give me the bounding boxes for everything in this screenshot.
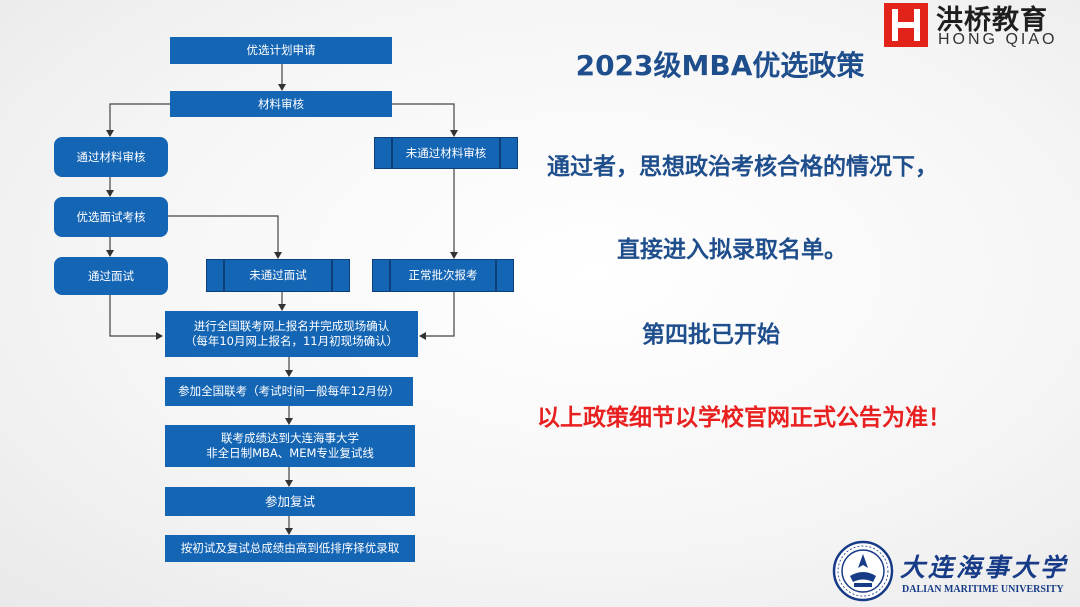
node-interview: 优选面试考核 <box>54 197 168 237</box>
node-regular-batch: 正常批次报考 <box>372 259 514 292</box>
university-name-en: DALIAN MARITIME UNIVERSITY <box>902 584 1064 595</box>
hongqiao-logo-mark-icon <box>884 3 928 47</box>
node-review-pass: 通过材料审核 <box>54 137 168 177</box>
logo-name-en: HONG QIAO <box>938 31 1058 48</box>
policy-notice: 以上政策细节以学校官网正式公告为准！ <box>537 405 951 431</box>
node-register: 进行全国联考网上报名并完成现场确认 （每年10月网上报名，11月初现场确认） <box>165 311 418 357</box>
node-admission: 按初试及复试总成绩由高到低排序择优录取 <box>165 535 415 562</box>
policy-line-3: 第四批已开始 <box>642 322 780 348</box>
policy-line-2: 直接进入拟录取名单。 <box>617 237 847 263</box>
node-national-exam: 参加全国联考（考试时间一般每年12月份） <box>165 377 413 406</box>
node-interview-fail: 未通过面试 <box>206 259 350 292</box>
node-retest: 参加复试 <box>165 487 415 516</box>
node-review-fail: 未通过材料审核 <box>374 137 518 169</box>
dmu-emblem-icon <box>832 540 894 602</box>
logo-name-cn: 洪桥教育 <box>936 5 1048 36</box>
node-score-line: 联考成绩达到大连海事大学 非全日制MBA、MEM专业复试线 <box>165 425 415 467</box>
policy-line-1: 通过者，思想政治考核合格的情况下， <box>547 154 938 180</box>
hongqiao-logo: 洪桥教育 HONG QIAO <box>880 0 1080 52</box>
node-apply: 优选计划申请 <box>170 37 392 64</box>
university-name-cn: 大连海事大学 <box>900 553 1069 582</box>
node-interview-pass: 通过面试 <box>54 257 168 295</box>
dmu-logo: 大连海事大学 DALIAN MARITIME UNIVERSITY <box>832 540 1072 602</box>
node-material-review: 材料审核 <box>170 91 392 117</box>
page-title: 2023级MBA优选政策 <box>575 49 865 82</box>
